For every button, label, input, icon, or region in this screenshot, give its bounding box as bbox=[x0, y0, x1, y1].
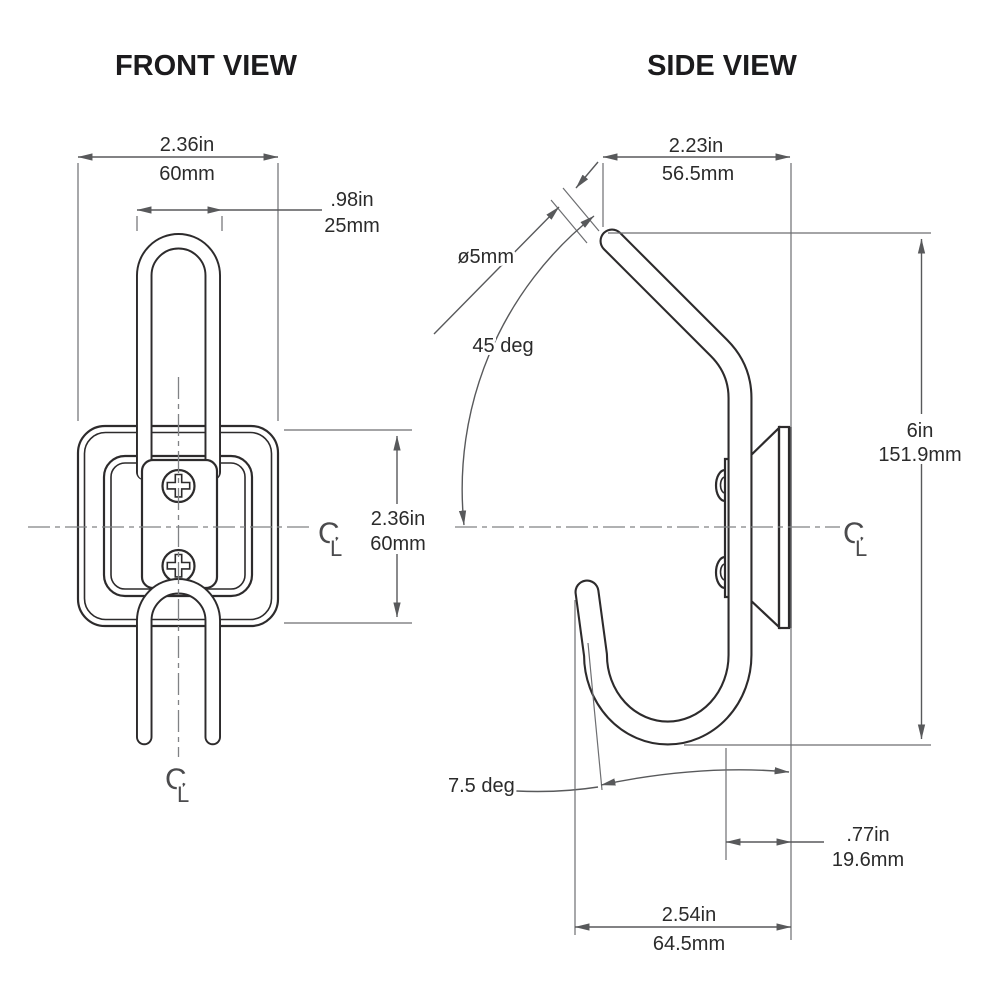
side-hook-offset-mm: 19.6mm bbox=[832, 849, 904, 871]
side-dim-upper-arm-angle: 45 deg bbox=[458, 215, 595, 526]
side-hook-depth-in: 2.54in bbox=[662, 904, 717, 926]
side-hook-offset-in: .77in bbox=[846, 824, 889, 846]
side-screw-bottom bbox=[714, 555, 726, 590]
centerline-symbol-bottom: C L bbox=[163, 761, 191, 809]
side-dim-depth: 2.23in 56.5mm bbox=[602, 132, 792, 940]
front-overall-width-mm: 60mm bbox=[159, 163, 215, 185]
side-dim-tube-diameter: ø5mm bbox=[433, 161, 600, 335]
side-overall-height-mm: 151.9mm bbox=[878, 444, 961, 466]
svg-text:C: C bbox=[843, 517, 865, 550]
svg-text:L: L bbox=[177, 782, 189, 807]
front-centerlines: C L C L bbox=[28, 377, 344, 809]
front-overall-width-in: 2.36in bbox=[160, 134, 215, 156]
front-dim-overall-width: 2.36in 60mm bbox=[77, 131, 279, 421]
side-upper-arm-angle-label: 45 deg bbox=[472, 335, 533, 357]
side-hook-tube bbox=[574, 228, 753, 746]
front-hook-width-mm: 25mm bbox=[324, 215, 380, 237]
side-depth-in: 2.23in bbox=[669, 135, 724, 157]
side-dim-hook-offset: .77in 19.6mm bbox=[725, 748, 907, 874]
side-dim-hook-depth: 2.54in 64.5mm bbox=[574, 600, 792, 958]
side-view-title: SIDE VIEW bbox=[647, 50, 797, 82]
side-screw-top bbox=[714, 468, 726, 503]
front-lower-hook-tube bbox=[136, 578, 221, 746]
side-tube-diameter-label: ø5mm bbox=[457, 246, 514, 268]
svg-text:L: L bbox=[855, 536, 867, 561]
side-dim-overall-height: 6in 151.9mm bbox=[608, 232, 967, 746]
side-centerline: C L bbox=[455, 515, 869, 563]
front-view-title: FRONT VIEW bbox=[115, 50, 298, 82]
svg-text:L: L bbox=[330, 536, 342, 561]
front-upper-hook-tube bbox=[136, 233, 221, 481]
front-plate-height-in: 2.36in bbox=[371, 508, 426, 530]
centerline-symbol-side: C L bbox=[841, 515, 869, 563]
side-overall-height-in: 6in bbox=[907, 420, 934, 442]
svg-text:C: C bbox=[165, 763, 187, 796]
side-depth-mm: 56.5mm bbox=[662, 163, 734, 185]
svg-text:C: C bbox=[318, 517, 340, 550]
side-view-drawing bbox=[574, 228, 792, 746]
front-dim-plate-height: 2.36in 60mm bbox=[284, 429, 429, 624]
front-dim-hook-width: .98in 25mm bbox=[136, 186, 383, 240]
centerline-symbol-right: C L bbox=[316, 515, 344, 563]
side-lower-hook-angle-label: 7.5 deg bbox=[448, 775, 515, 797]
front-plate-height-mm: 60mm bbox=[370, 533, 426, 555]
side-hook-depth-mm: 64.5mm bbox=[653, 933, 725, 955]
front-hook-width-in: .98in bbox=[330, 189, 373, 211]
side-dim-lower-hook-angle: 7.5 deg bbox=[445, 642, 790, 800]
